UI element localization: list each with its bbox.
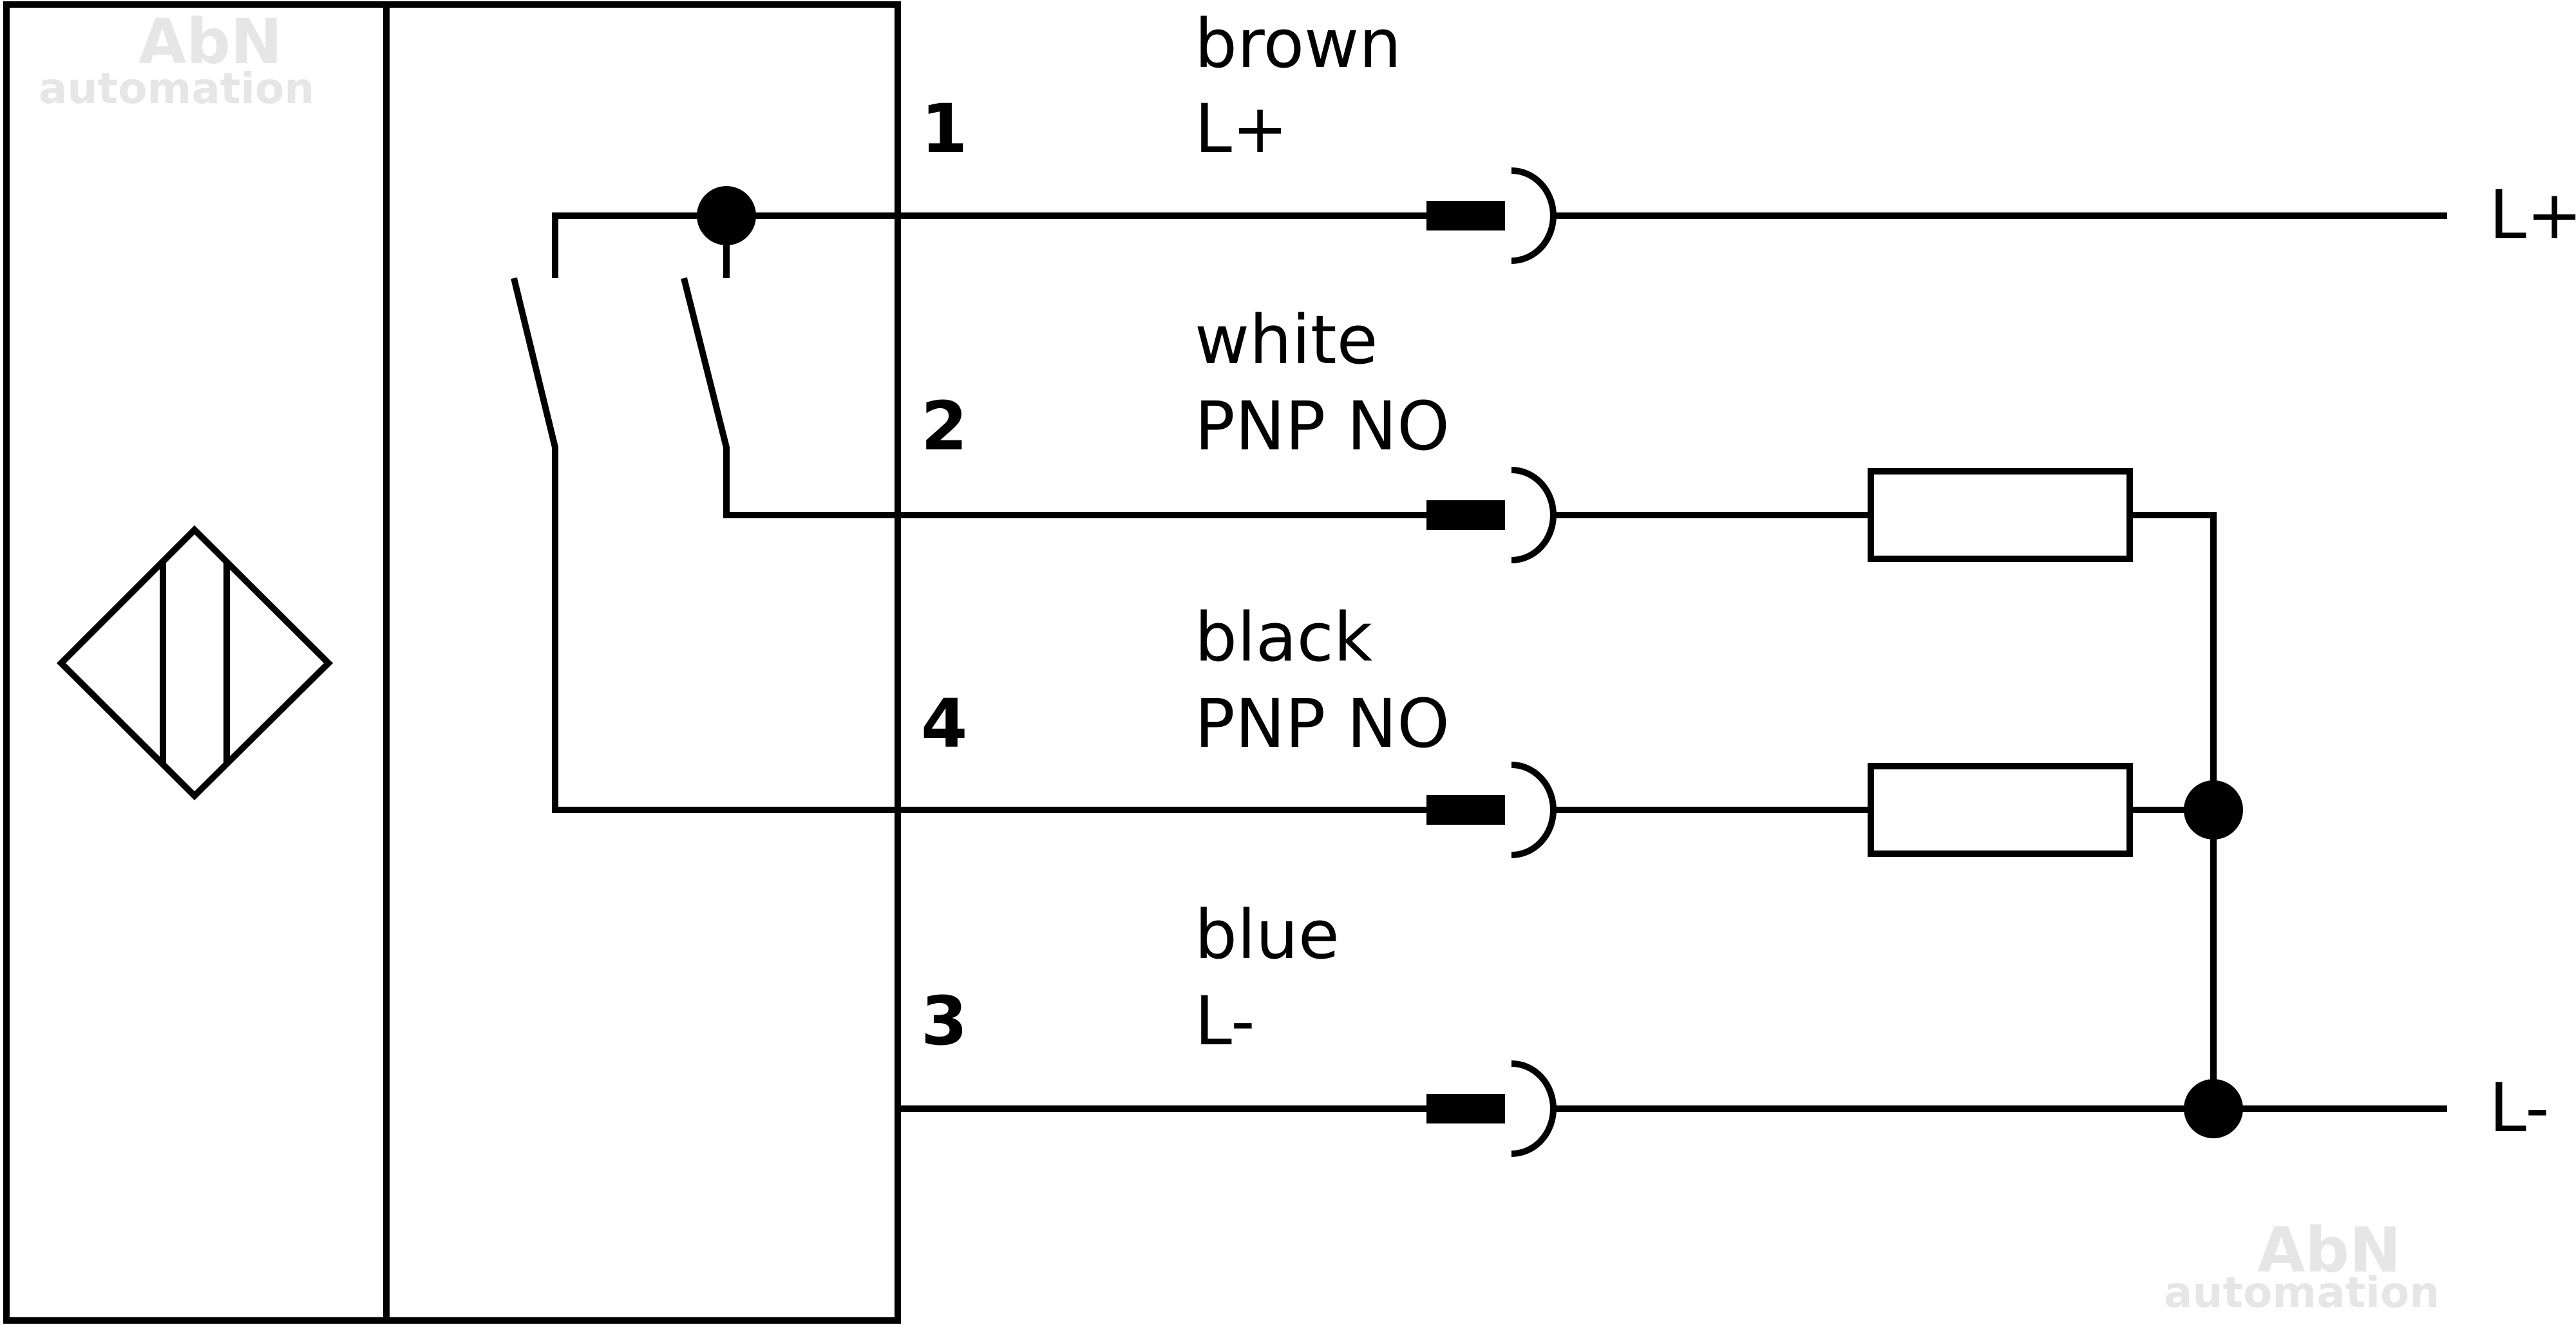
wire-color-label-1: brown xyxy=(1195,5,1401,83)
plug-pin-1 xyxy=(1426,201,1505,230)
external-wiring xyxy=(1553,212,2447,1138)
sensor-diamond xyxy=(56,525,334,801)
inductive-sensor-symbol xyxy=(56,525,334,801)
rail-label-negative: L- xyxy=(2489,1069,2550,1147)
junction-dot-negative xyxy=(2184,1079,2243,1138)
connector-plugs xyxy=(1426,201,1505,1123)
socket-pin-4 xyxy=(1511,762,1557,858)
socket-pin-1 xyxy=(1511,167,1557,264)
watermark-subtitle-top: automation xyxy=(39,64,314,113)
pin-number-4: 4 xyxy=(921,684,967,763)
internal-switches xyxy=(511,212,1430,813)
pin-number-1: 1 xyxy=(921,89,967,168)
wire-color-label-3: blue xyxy=(1195,896,1340,974)
watermark-logo-bottom: AbN xyxy=(2257,1214,2401,1286)
sensor-housing xyxy=(3,1,901,1324)
watermark-subtitle-bottom: automation xyxy=(2164,1268,2439,1317)
wire-function-label-3: L- xyxy=(1195,982,1255,1060)
wire-function-label-2: PNP NO xyxy=(1195,387,1450,465)
watermark-logo-top: AbN xyxy=(138,6,282,78)
load-return-bus xyxy=(2130,512,2217,1109)
rail-label-positive: L+ xyxy=(2489,176,2576,254)
housing-outline xyxy=(3,1,901,1324)
wire-function-label-1: L+ xyxy=(1195,89,1288,168)
pin-number-3: 3 xyxy=(921,982,967,1060)
wire-color-label-2: white xyxy=(1195,301,1378,379)
switch-output-black xyxy=(511,277,1430,813)
wire-color-label-4: black xyxy=(1195,598,1372,677)
socket-pin-2 xyxy=(1511,467,1557,563)
loads xyxy=(1868,468,2133,857)
plug-pin-2 xyxy=(1426,500,1505,530)
wire-function-label-4: PNP NO xyxy=(1195,684,1450,763)
load-resistor-pin-4 xyxy=(1868,763,2133,857)
load-resistor-pin-2 xyxy=(1868,468,2133,562)
switch-supply-bus xyxy=(552,212,730,278)
pin-number-2: 2 xyxy=(921,387,967,465)
plug-pin-3 xyxy=(1426,1094,1505,1123)
switch-output-white xyxy=(681,277,1430,518)
junction-dot-load xyxy=(2184,780,2243,840)
plug-pin-4 xyxy=(1426,795,1505,825)
junction-dot-supply xyxy=(697,186,756,245)
socket-pin-3 xyxy=(1511,1060,1557,1157)
connector-sockets xyxy=(1511,167,1557,1157)
